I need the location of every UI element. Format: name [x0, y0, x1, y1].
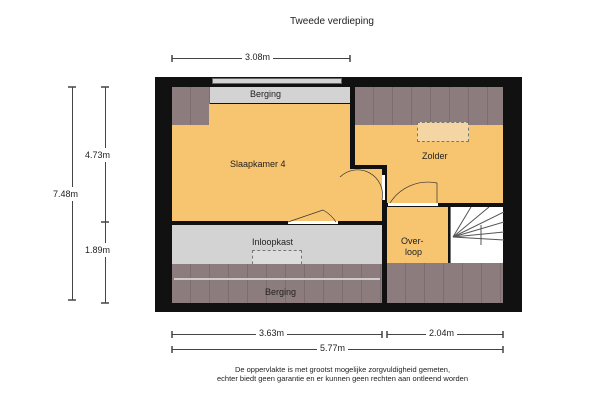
- attic-slope-bottom: [172, 264, 382, 303]
- dim-top: 3.08m: [242, 52, 274, 62]
- knee-wall-line: [174, 278, 380, 280]
- attic-slope-overloop: [387, 263, 503, 303]
- label-inloopkast: Inloopkast: [252, 237, 294, 247]
- room-slaapkamer-4-lower: [172, 125, 350, 167]
- wall-interior: [350, 87, 355, 167]
- dim-bottom-left: 3.63m: [256, 328, 288, 338]
- disclaimer-line-1: De oppervlakte is met grootst mogelijke …: [234, 365, 451, 374]
- label-berging-bottom: Berging: [265, 287, 297, 297]
- wall-interior: [350, 165, 387, 169]
- skylight-zolder: [417, 122, 469, 142]
- dim-line-left-upper: [105, 87, 106, 303]
- room-zolder-notch: [355, 125, 385, 167]
- dim-bottom-total: 5.77m: [317, 343, 349, 353]
- door-slaapkamer[interactable]: [288, 221, 338, 224]
- label-slaapkamer-4: Slaapkamer 4: [230, 159, 286, 169]
- staircase: [450, 206, 505, 269]
- stairs-icon: [452, 206, 505, 245]
- room-overloop: [387, 207, 448, 263]
- label-zolder: Zolder: [422, 151, 448, 161]
- dim-left-lower: 1.89m: [85, 243, 111, 257]
- door-overloop[interactable]: [388, 203, 438, 206]
- wall-interior: [172, 221, 384, 225]
- door-swings: [287, 169, 438, 223]
- skylight-top: [212, 78, 342, 84]
- wall-interior: [385, 203, 503, 207]
- dim-left-upper: 4.73m: [85, 148, 111, 162]
- room-slaapkamer-4-bottom: [172, 167, 382, 222]
- attic-slope-zolder: [355, 87, 503, 125]
- label-berging-top: Berging: [250, 89, 282, 99]
- wall-interior: [382, 165, 387, 312]
- door-zolder[interactable]: [382, 175, 385, 200]
- dim-bottom-right: 2.04m: [426, 328, 458, 338]
- dim-left-total: 7.48m: [53, 187, 79, 201]
- attic-slope: [172, 87, 210, 125]
- floor-title: Tweede verdieping: [290, 16, 374, 27]
- label-overloop-2: loop: [405, 247, 423, 257]
- disclaimer-line-2: echter biedt geen garantie en er kunnen …: [216, 374, 469, 383]
- room-berging-top: [210, 87, 350, 103]
- label-overloop-1: Over-: [401, 236, 424, 246]
